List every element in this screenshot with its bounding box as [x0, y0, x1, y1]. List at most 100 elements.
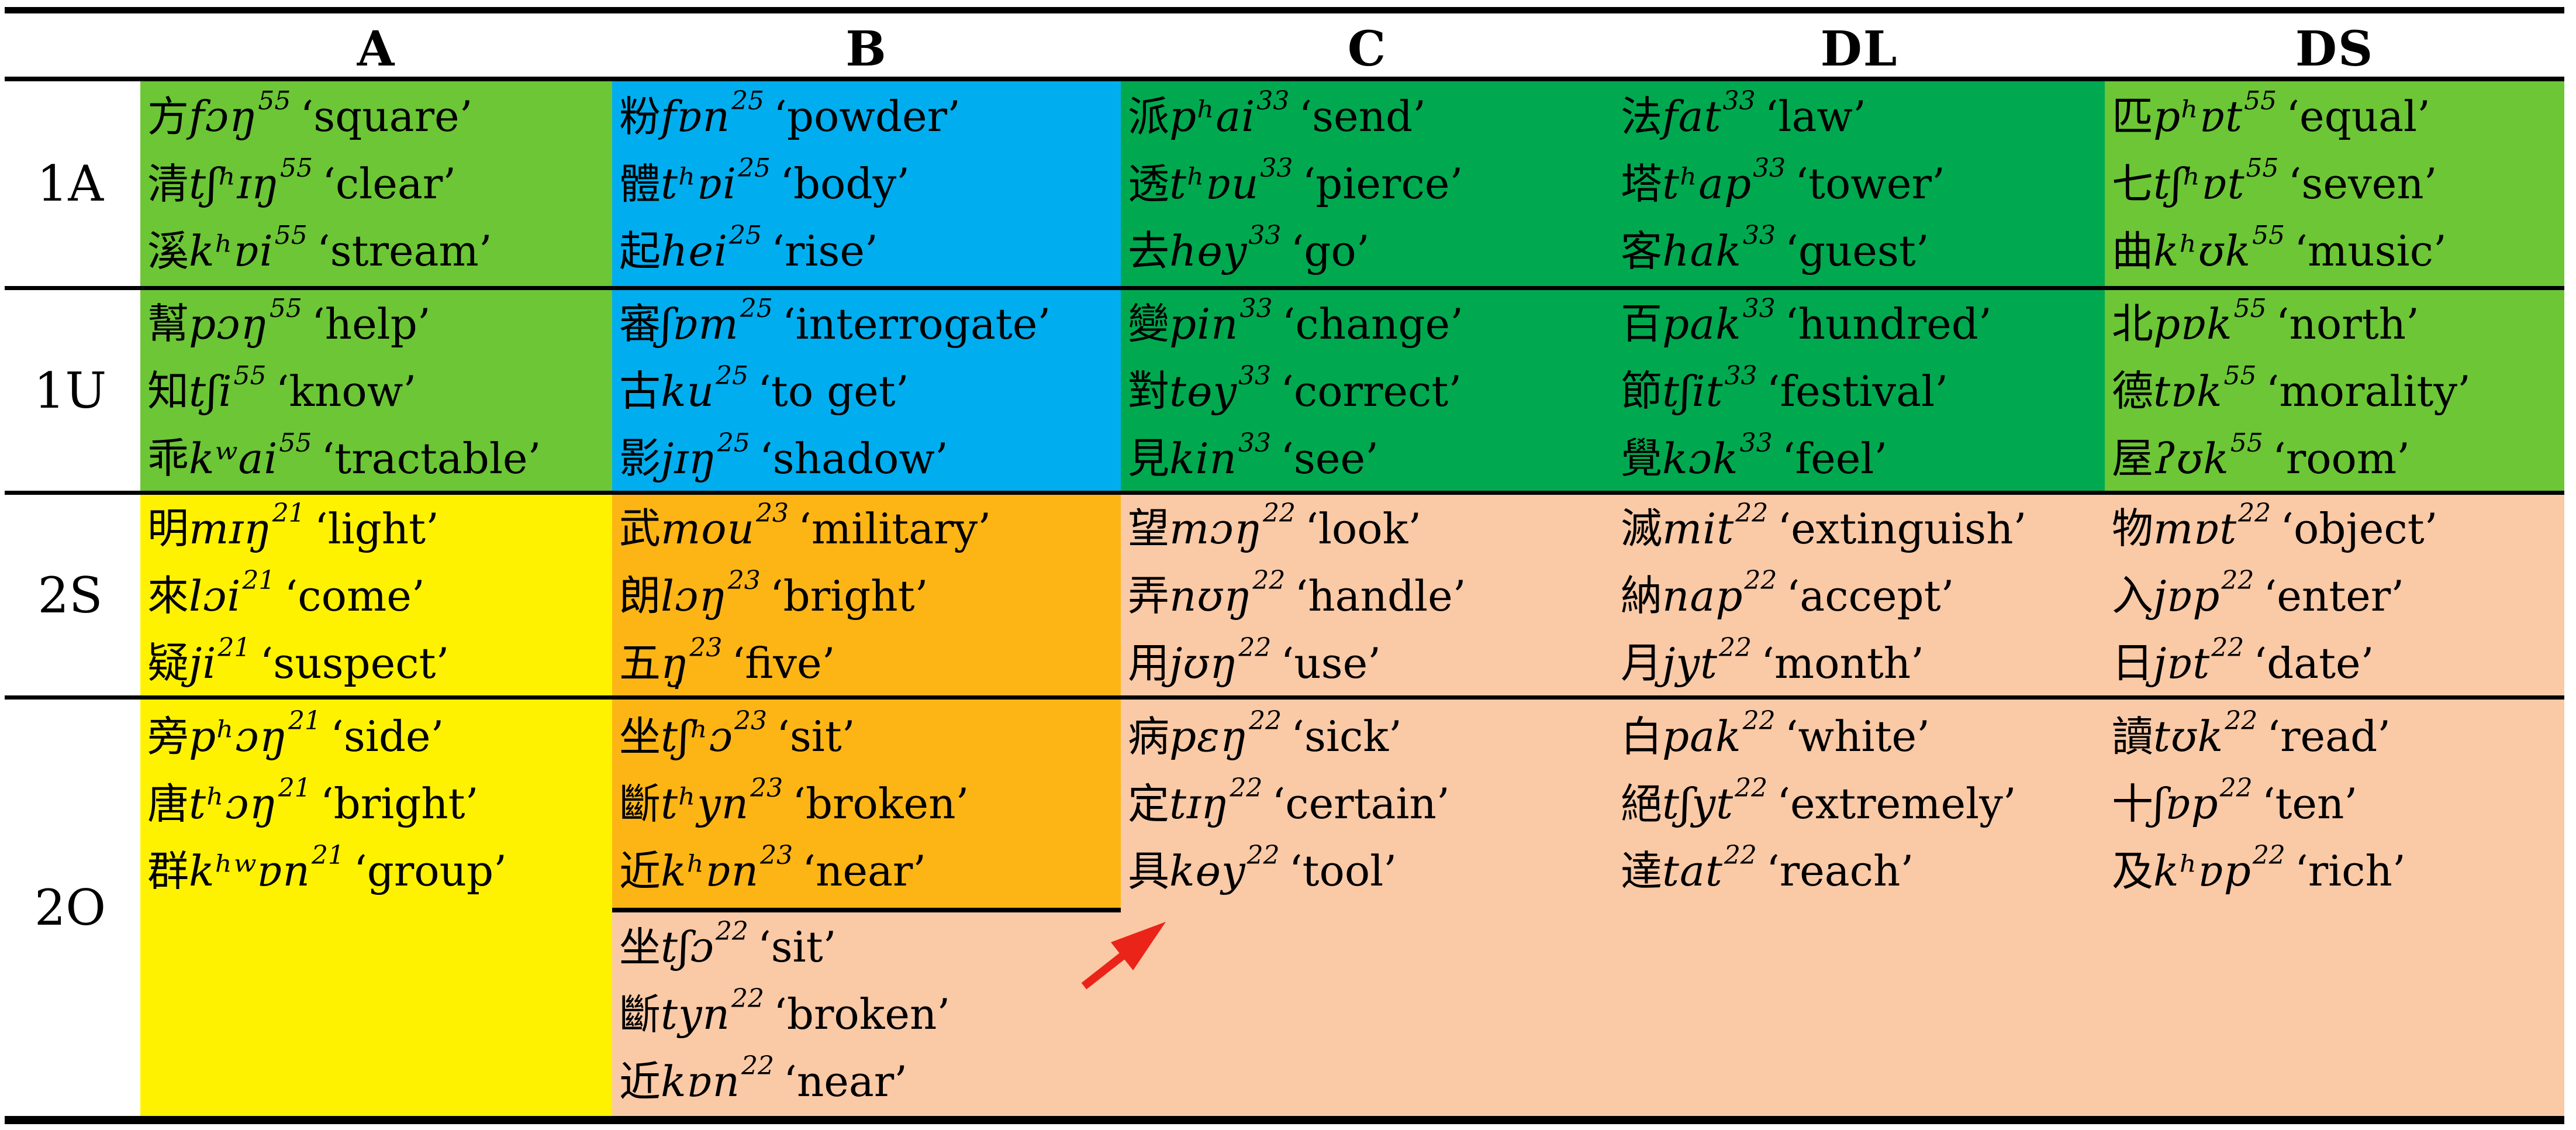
tone-superscript: 25: [738, 153, 771, 183]
tone-superscript: 22: [715, 917, 748, 946]
english-gloss: ‘read’: [2267, 712, 2391, 761]
english-gloss: ‘sick’: [1291, 712, 1402, 761]
ipa-transcription: ʔʊk: [2153, 433, 2229, 483]
ipa-transcription: kɔk: [1662, 433, 1739, 483]
english-gloss: ‘light’: [314, 504, 439, 553]
tone-superscript: 25: [729, 221, 762, 250]
english-gloss: ‘to get’: [758, 366, 909, 416]
hanzi-character: 節: [1621, 367, 1663, 415]
english-gloss: ‘object’: [2280, 504, 2438, 553]
tone-superscript: 55: [258, 86, 291, 116]
column-header-A: A: [140, 21, 612, 77]
english-gloss: ‘equal’: [2286, 92, 2430, 141]
hanzi-character: 坐: [619, 922, 661, 971]
english-gloss: ‘five’: [731, 638, 835, 688]
english-gloss: ‘certain’: [1272, 779, 1450, 828]
hanzi-character: 來: [147, 571, 189, 620]
ipa-transcription: nap: [1662, 571, 1743, 621]
english-gloss: ‘handle’: [1294, 571, 1466, 621]
hanzi-character: 曲: [2112, 226, 2154, 275]
tone-superscript: 23: [734, 706, 767, 736]
row-label-1U: 1U: [0, 290, 140, 491]
hanzi-character: 旁: [147, 712, 189, 761]
english-gloss: ‘stream’: [316, 226, 492, 275]
tone-superscript: 55: [274, 221, 308, 250]
hanzi-character: 德: [2112, 367, 2154, 415]
english-gloss: ‘rich’: [2294, 846, 2406, 895]
hanzi-character: 五: [619, 639, 661, 687]
ipa-transcription: kʰʷɐn: [189, 846, 310, 895]
ipa-transcription: pɛŋ: [1169, 712, 1248, 761]
ipa-transcription: tʰap: [1662, 159, 1752, 208]
tone-superscript: 33: [1742, 293, 1776, 323]
tone-superscript: 33: [1238, 428, 1272, 458]
column-header-label: DL: [1820, 21, 1898, 77]
red-arrow-icon: [1081, 922, 1166, 990]
hanzi-character: 月: [1621, 639, 1663, 687]
english-gloss: ‘use’: [1280, 638, 1382, 688]
row-separator: [5, 695, 2564, 700]
tone-superscript: 22: [2252, 840, 2285, 870]
hanzi-character: 粉: [619, 92, 661, 141]
english-gloss: ‘seven’: [2288, 159, 2437, 208]
english-gloss: ‘tractable’: [321, 433, 541, 483]
hanzi-character: 透: [1128, 159, 1170, 208]
ipa-transcription: pɐk: [2153, 299, 2233, 349]
ipa-transcription: tʃi: [189, 366, 233, 416]
hanzi-character: 弄: [1128, 571, 1170, 620]
ipa-transcription: tʃʰɔ: [661, 712, 733, 761]
english-gloss: ‘reach’: [1766, 846, 1914, 895]
english-gloss: ‘law’: [1764, 92, 1866, 141]
english-gloss: ‘military’: [798, 504, 992, 553]
ipa-transcription: kʷai: [189, 433, 278, 483]
english-gloss: ‘guest’: [1784, 226, 1929, 275]
tone-superscript: 22: [2211, 632, 2244, 663]
english-gloss: ‘see’: [1280, 433, 1379, 483]
english-gloss: ‘go’: [1290, 226, 1370, 275]
hanzi-character: 知: [147, 367, 189, 415]
ipa-transcription: tʃɔ: [661, 922, 714, 971]
tone-superscript: 22: [1249, 706, 1282, 736]
tone-superscript: 21: [278, 773, 311, 803]
hanzi-character: 明: [147, 504, 189, 553]
hanzi-character: 用: [1128, 639, 1170, 687]
ipa-transcription: kʰɐn: [661, 846, 759, 895]
english-gloss: ‘north’: [2275, 299, 2419, 349]
ipa-transcription: hɵy: [1169, 226, 1248, 275]
hanzi-character: 北: [2112, 299, 2154, 348]
english-gloss: ‘come’: [284, 571, 425, 621]
hanzi-character: 溪: [147, 226, 189, 275]
ipa-transcription: pak: [1662, 299, 1742, 349]
tone-superscript: 23: [760, 840, 793, 870]
tone-superscript: 55: [269, 293, 302, 323]
english-gloss: ‘pierce’: [1302, 159, 1463, 208]
cell-divider-rule: [612, 908, 1121, 912]
english-gloss: ‘correct’: [1280, 366, 1462, 416]
hanzi-character: 七: [2112, 159, 2154, 208]
hanzi-character: 達: [1621, 846, 1663, 895]
english-gloss: ‘group’: [353, 846, 507, 895]
tone-superscript: 33: [1260, 153, 1293, 183]
ipa-transcription: mit: [1662, 504, 1735, 553]
hanzi-character: 群: [147, 846, 189, 895]
tone-superscript: 33: [1239, 293, 1273, 323]
row-separator: [5, 286, 2564, 290]
